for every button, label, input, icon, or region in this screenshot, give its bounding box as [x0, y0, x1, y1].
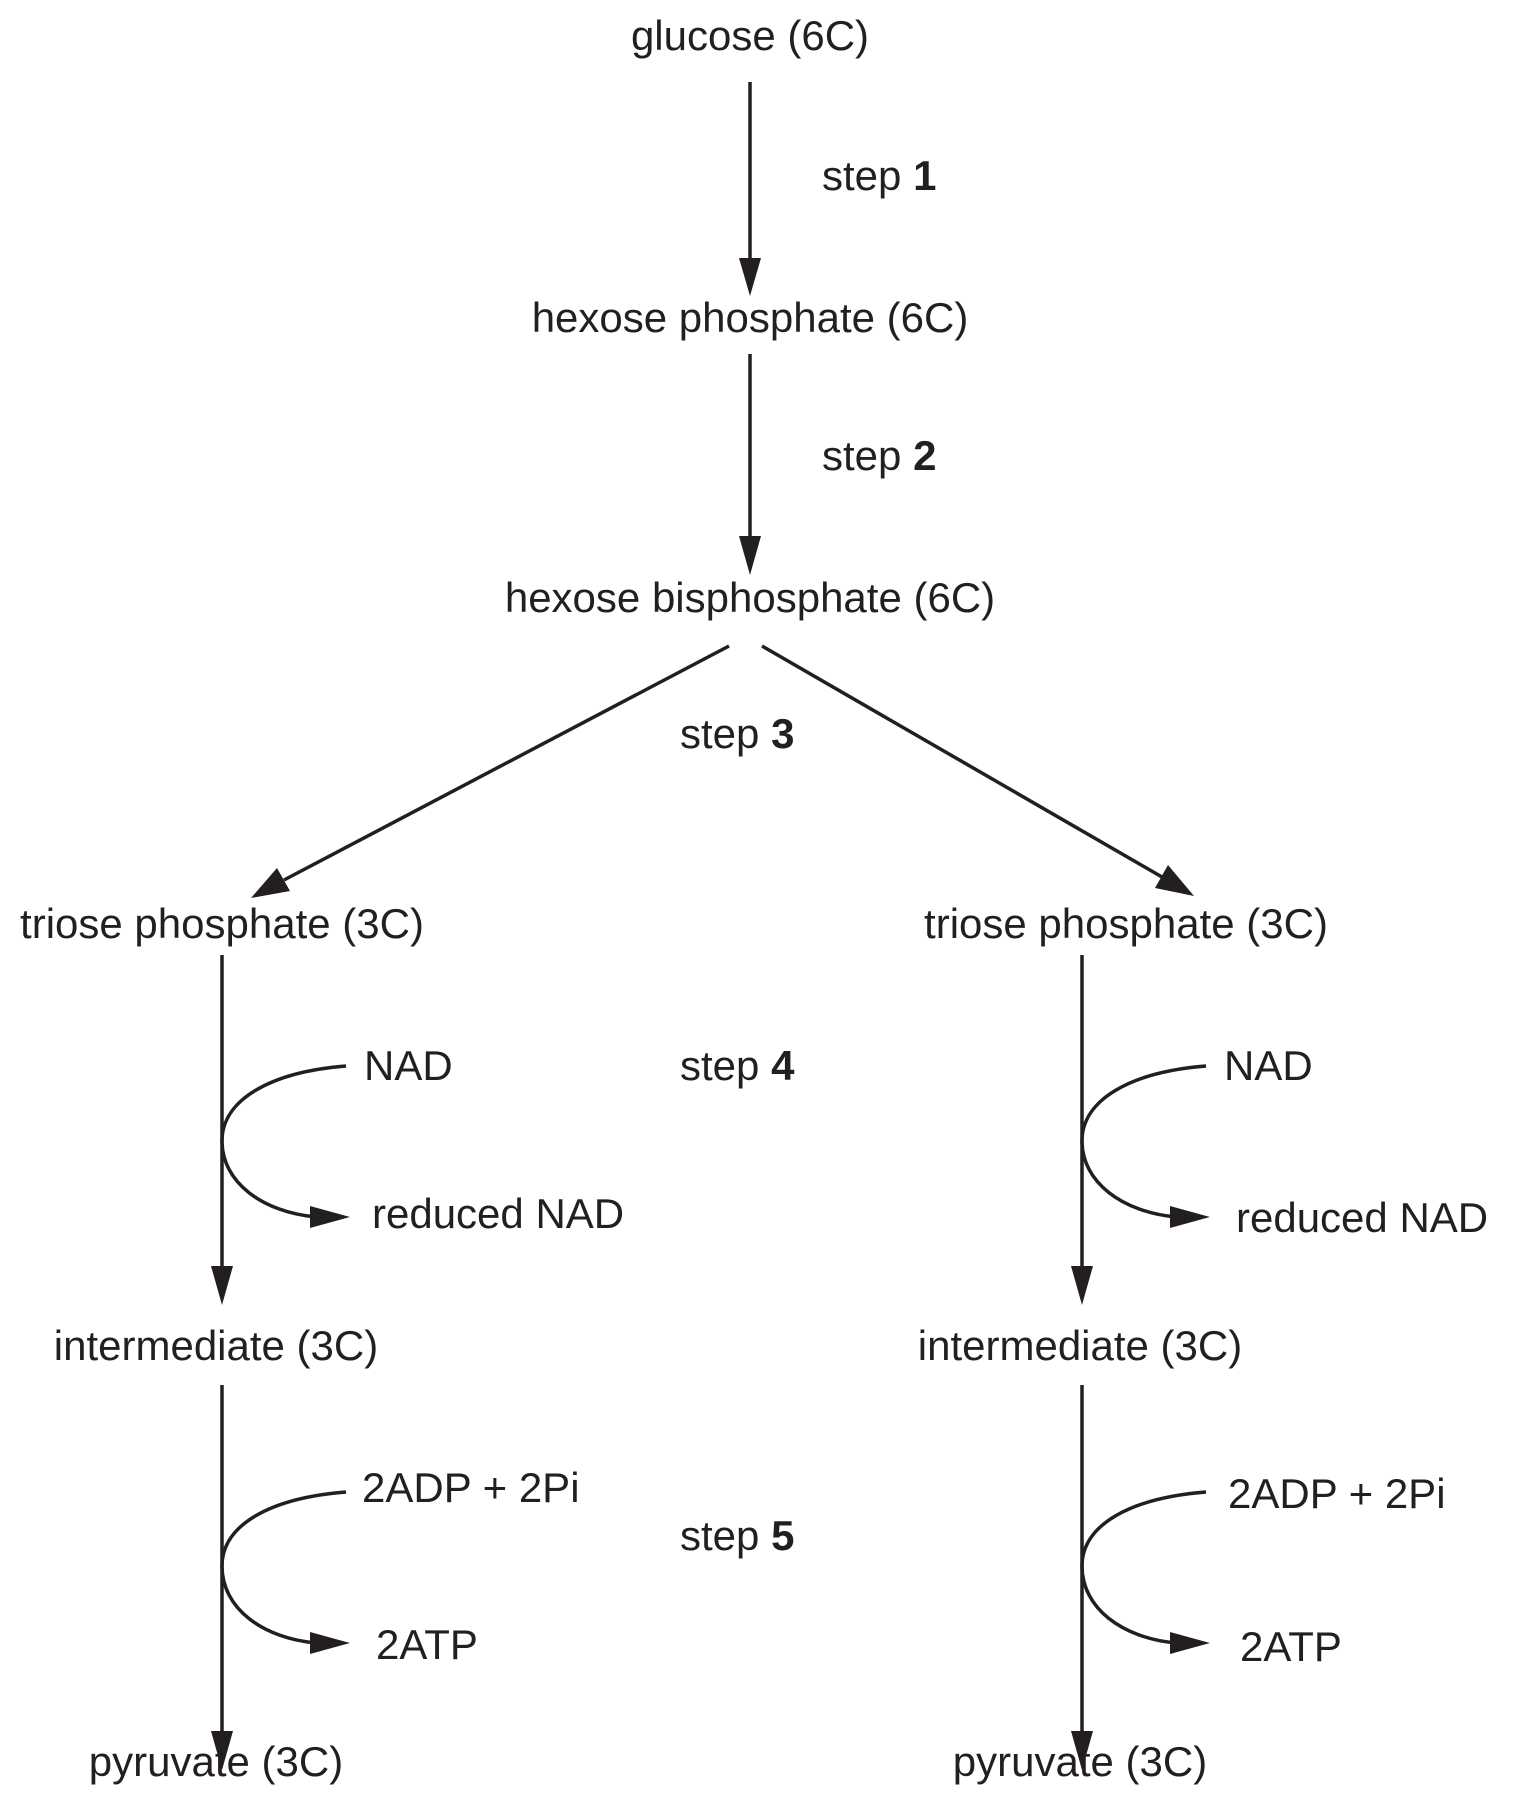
node-intermediate-left: intermediate (3C): [53, 1322, 379, 1369]
node-intermediate-right: intermediate (3C): [917, 1322, 1243, 1369]
node-hexose-bisphosphate: hexose bisphosphate (6C): [504, 574, 996, 621]
node-triose-phosphate-left: triose phosphate (3C): [20, 900, 424, 947]
arrow-step-4-left: [211, 955, 233, 1305]
arrow-step-1: [739, 82, 761, 296]
cofactor-nad-left: NAD: [364, 1042, 453, 1089]
cofactor-reduced-nad-right: reduced NAD: [1236, 1194, 1489, 1241]
cofactor-atp-right: 2ATP: [1240, 1623, 1342, 1670]
step-word: step: [680, 1512, 760, 1559]
step-number: 2: [913, 432, 937, 479]
node-pyruvate-left: pyruvate (3C): [88, 1738, 344, 1785]
curve-adp-right: [1080, 1490, 1210, 1654]
step-2-label: step 2: [822, 435, 936, 477]
node-glucose: glucose (6C): [630, 12, 870, 59]
arrow-step-2: [739, 354, 761, 575]
arrow-step-4-right: [1071, 955, 1093, 1305]
step-word: step: [822, 432, 902, 479]
node-hexose-phosphate: hexose phosphate (6C): [531, 294, 969, 341]
arrow-step-3-left: [251, 644, 730, 898]
arrow-step-3-right: [761, 644, 1194, 896]
step-word: step: [680, 1042, 760, 1089]
step-5-label: step 5: [680, 1515, 794, 1557]
node-pyruvate-right: pyruvate (3C): [952, 1738, 1208, 1785]
curve-nad-right: [1080, 1064, 1210, 1228]
step-number: 1: [913, 152, 937, 199]
cofactor-adp-pi-left: 2ADP + 2Pi: [362, 1464, 580, 1511]
step-number: 5: [771, 1512, 795, 1559]
step-4-label: step 4: [680, 1045, 794, 1087]
curve-nad-left: [220, 1064, 350, 1228]
step-number: 4: [771, 1042, 795, 1089]
step-word: step: [680, 710, 760, 757]
cofactor-atp-left: 2ATP: [376, 1621, 478, 1668]
cofactor-adp-pi-right: 2ADP + 2Pi: [1228, 1470, 1446, 1517]
curve-adp-left: [220, 1490, 350, 1654]
step-3-label: step 3: [680, 713, 794, 755]
step-word: step: [822, 152, 902, 199]
step-1-label: step 1: [822, 155, 936, 197]
node-triose-phosphate-right: triose phosphate (3C): [924, 900, 1328, 947]
cofactor-nad-right: NAD: [1224, 1042, 1313, 1089]
cofactor-reduced-nad-left: reduced NAD: [372, 1190, 625, 1237]
step-number: 3: [771, 710, 795, 757]
